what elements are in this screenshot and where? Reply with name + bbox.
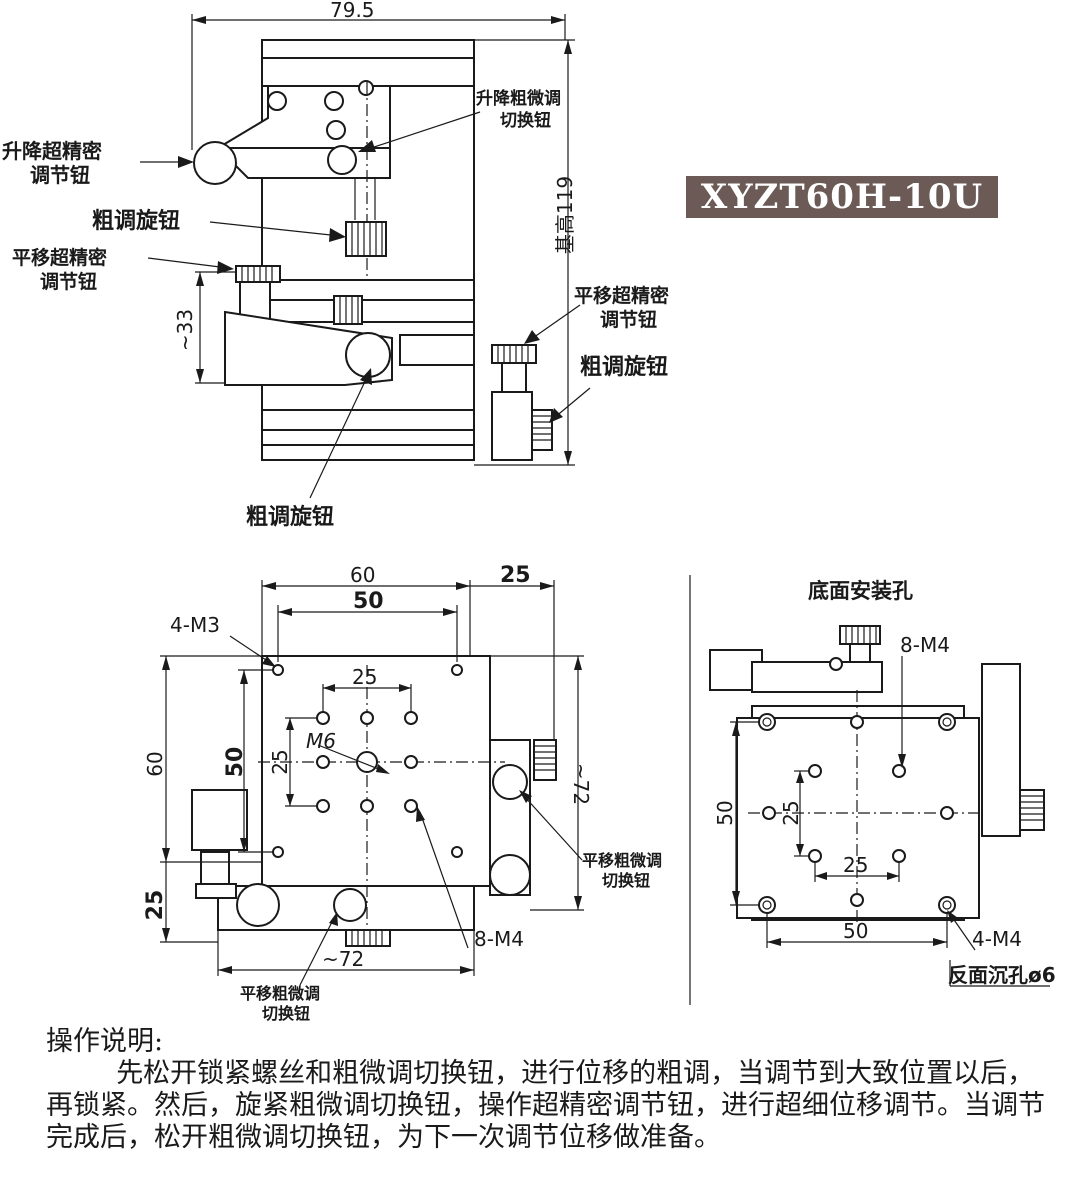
label-z-fine-knob: 升降超精密调节钮 bbox=[2, 139, 102, 187]
dim-top-50: 50 bbox=[353, 589, 384, 614]
instructions-title: 操作说明: bbox=[46, 1026, 164, 1057]
label-right-switch: 平移粗微调切换钮 bbox=[582, 851, 662, 890]
instructions: 操作说明: 先松开锁紧螺丝和粗微调切换钮，进行位移的粗调，当调节到大致位置以后，… bbox=[46, 1026, 1046, 1154]
label-8-m4-bottom: 8-M4 bbox=[900, 633, 950, 657]
front-view: 79.5 bbox=[2, 0, 669, 530]
model-badge: XYZT60H-10U bbox=[686, 176, 998, 218]
dim-travel-72-bottom: ~72 bbox=[322, 947, 364, 971]
label-8-m4-top: 8-M4 bbox=[474, 927, 524, 951]
width-dim-79-5: 79.5 bbox=[330, 0, 375, 22]
dim-height-50: 50 bbox=[223, 747, 248, 778]
label-coarse-knob-1: 粗调旋钮 bbox=[92, 208, 180, 234]
label-4-m4: 4-M4 bbox=[972, 927, 1022, 951]
dim-top-60: 60 bbox=[350, 563, 375, 587]
label-4-m3: 4-M3 bbox=[170, 613, 220, 637]
dim-travel-72-right: ~72 bbox=[569, 763, 593, 805]
instructions-body: 先松开锁紧螺丝和粗微调切换钮，进行位移的粗调，当调节到大致位置以后，再锁紧。然后… bbox=[46, 1058, 1045, 1153]
height-dim-119: 基高119 bbox=[553, 176, 577, 254]
label-z-switch: 升降粗微调切换钮 bbox=[476, 88, 561, 131]
bottom-view-title: 底面安装孔 bbox=[808, 579, 913, 603]
label-m6: M6 bbox=[306, 729, 336, 753]
top-view: 60 50 25 25 25 60 bbox=[143, 563, 662, 1023]
label-x-fine-knob-right: 平移超精密调节钮 bbox=[574, 284, 669, 331]
bottom-dim-50-h: 50 bbox=[843, 919, 868, 943]
label-coarse-knob-2: 粗调旋钮 bbox=[580, 354, 668, 380]
dim-holes-25-v: 25 bbox=[268, 749, 292, 774]
bottom-dim-50-v: 50 bbox=[713, 800, 737, 825]
bottom-dim-25-h: 25 bbox=[843, 853, 868, 877]
bottom-view: 底面安装孔 bbox=[709, 579, 1056, 987]
bottom-dim-25-v: 25 bbox=[779, 800, 803, 825]
dim-holes-25-h: 25 bbox=[352, 665, 377, 689]
travel-dim-33: ~33 bbox=[173, 309, 197, 351]
dim-bottom-25: 25 bbox=[143, 890, 168, 921]
label-coarse-knob-3: 粗调旋钮 bbox=[246, 504, 334, 530]
label-counterbore: 反面沉孔ø6 bbox=[948, 963, 1056, 987]
dim-height-60: 60 bbox=[143, 751, 167, 776]
label-x-fine-knob-left: 平移超精密调节钮 bbox=[12, 246, 107, 293]
dim-offset-25: 25 bbox=[500, 563, 531, 588]
label-bottom-switch: 平移粗微调切换钮 bbox=[240, 984, 320, 1023]
